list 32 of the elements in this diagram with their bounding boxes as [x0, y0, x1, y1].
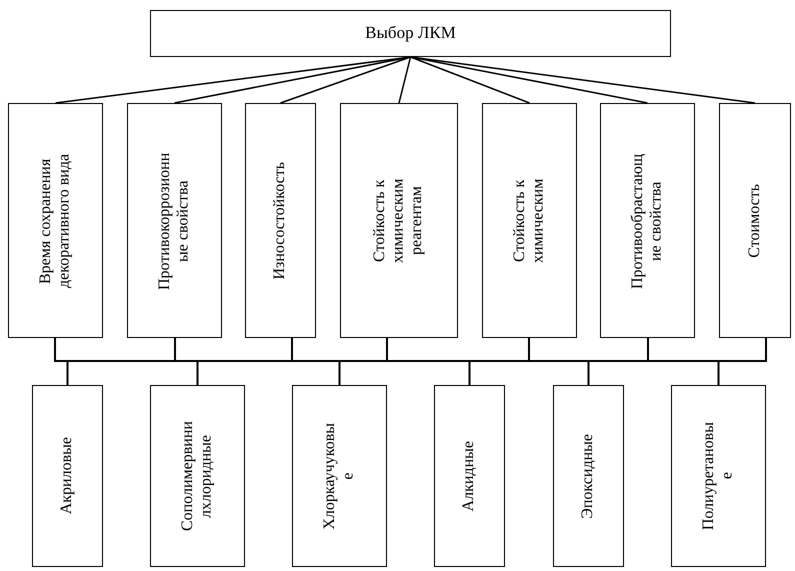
connector-line: [398, 56, 412, 104]
box-label: Стоимость: [746, 184, 764, 258]
material-box: [553, 385, 624, 567]
material-box: [32, 385, 103, 567]
box-label: Эпоксидные: [579, 434, 598, 518]
box-label: Полиуретановы е: [700, 422, 736, 530]
material-box: [150, 385, 245, 567]
criterion-box: [482, 103, 577, 338]
process-box: [150, 10, 671, 57]
criterion-box: [8, 103, 103, 338]
box-label: Противообрастающ ие свойства: [629, 152, 666, 290]
material-box: [292, 385, 387, 567]
box-label: Износостойкость: [271, 162, 290, 280]
connector-line: [280, 56, 411, 104]
box-label: Стойкость к химическим: [511, 177, 548, 265]
criterion-box: [340, 103, 458, 338]
box-label: Стойкость к химическим реагентам: [371, 177, 426, 265]
connector-line: [410, 56, 530, 104]
criterion-box: [127, 103, 222, 338]
criterion-box: [719, 103, 791, 338]
box-label: Акриловые: [58, 437, 76, 515]
box-label: Противокоррозионн ые свойства: [156, 150, 192, 292]
box-label: Хлоркаучуковы е: [321, 422, 358, 530]
box-label: Сополимервини лхлоридные: [179, 420, 216, 532]
box-label: Алкидные: [460, 440, 478, 512]
box-label: Выбор ЛКМ: [365, 23, 456, 44]
box-label: Время сохранения декоративного вида: [37, 152, 74, 290]
connector-line: [718, 338, 767, 385]
criterion-box: [600, 103, 695, 338]
criterion-box: [245, 103, 316, 338]
material-box: [434, 385, 505, 567]
material-box: [671, 385, 766, 567]
